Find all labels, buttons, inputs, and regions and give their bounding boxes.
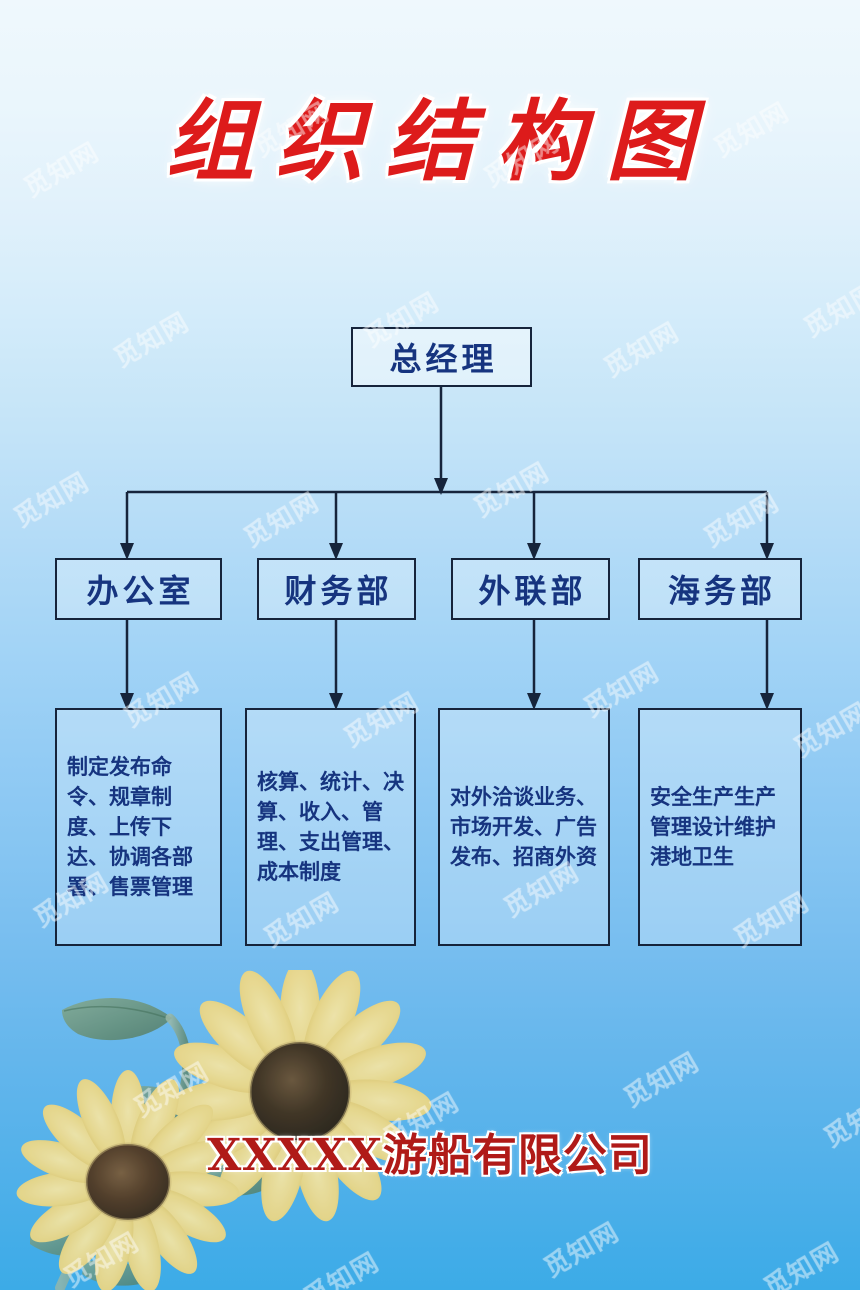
node-duties-office[interactable]: 制定发布命令、规章制度、上传下达、协调各部署、售票管理	[55, 708, 222, 946]
node-department-external-relations-label: 外联部	[478, 572, 587, 610]
org-chart: 总经理 办公室 财务部 外联部 海务部 制定发布命令、规章制度、上传下达、协调各…	[55, 327, 802, 946]
node-department-office[interactable]: 办公室	[55, 558, 222, 620]
node-general-manager-label: 总经理	[389, 340, 498, 378]
node-duties-office-text: 制定发布命令、规章制度、上传下达、协调各部署、售票管理	[67, 755, 193, 899]
page-title: 组织结构图	[165, 90, 716, 193]
node-department-external-relations[interactable]: 外联部	[451, 558, 610, 620]
watermark-text: 觅知网	[539, 1217, 625, 1284]
node-duties-external-relations-text: 对外洽谈业务、市场开发、广告发布、招商外资	[450, 785, 597, 869]
node-department-office-label: 办公室	[86, 572, 195, 610]
company-name: XXXXX游船有限公司	[207, 1130, 653, 1181]
node-general-manager[interactable]: 总经理	[351, 327, 532, 387]
sunflower-decoration-image	[16, 970, 432, 1290]
node-duties-external-relations[interactable]: 对外洽谈业务、市场开发、广告发布、招商外资	[438, 708, 610, 946]
node-department-finance-label: 财务部	[284, 572, 393, 610]
node-department-maritime[interactable]: 海务部	[638, 558, 802, 620]
node-department-maritime-label: 海务部	[667, 572, 776, 610]
node-duties-finance[interactable]: 核算、统计、决算、收入、管理、支出管理、成本制度	[245, 708, 416, 946]
chart-connectors	[120, 387, 774, 710]
node-duties-maritime-text: 安全生产生产管理设计维护港地卫生	[650, 785, 776, 869]
node-department-finance[interactable]: 财务部	[257, 558, 416, 620]
node-duties-finance-text: 核算、统计、决算、收入、管理、支出管理、成本制度	[257, 770, 404, 884]
watermark-text: 觅知网	[619, 1047, 705, 1114]
watermark-text: 觅知网	[759, 1237, 845, 1290]
node-duties-maritime[interactable]: 安全生产生产管理设计维护港地卫生	[638, 708, 802, 946]
